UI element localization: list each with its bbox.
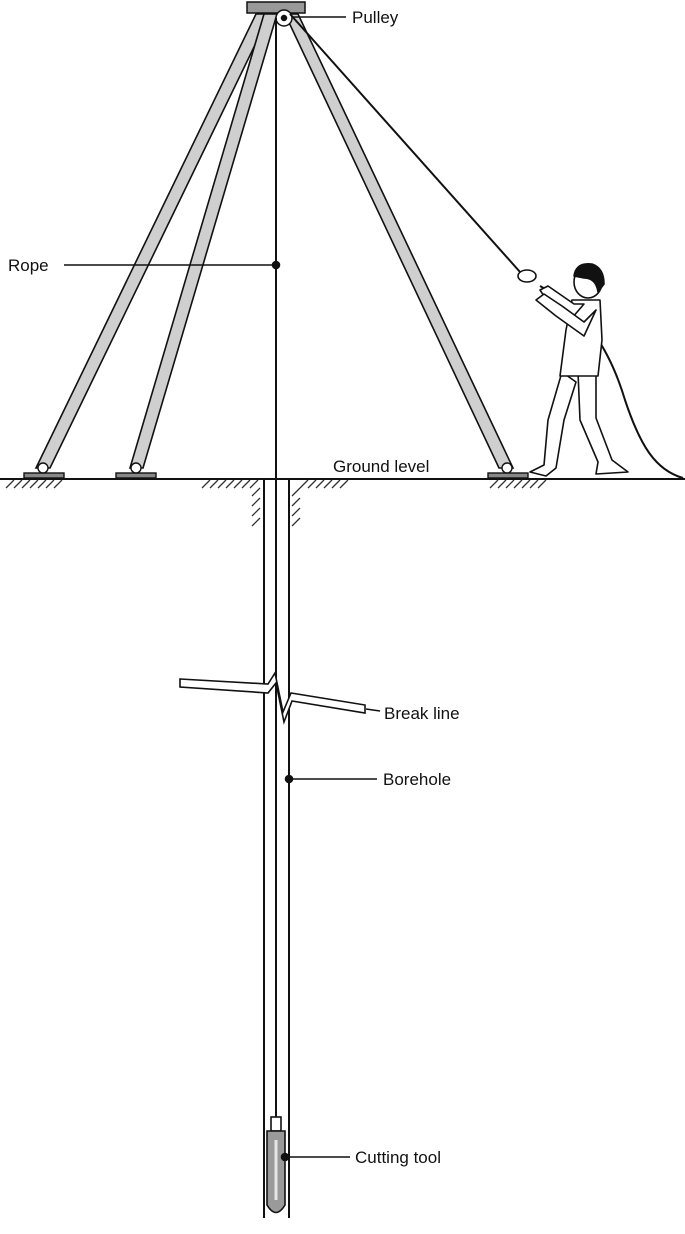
hatch-hole-right (291, 487, 301, 527)
leader-lines (64, 16, 381, 1162)
top-plate (246, 1, 306, 14)
leader-rope-dot (271, 260, 281, 270)
break-line-symbol (179, 670, 366, 725)
leader-borehole-dot (284, 774, 294, 784)
rope-to-worker (289, 13, 521, 273)
foot-pin-middle (130, 462, 142, 474)
leader-break-line (365, 708, 381, 712)
ground-hatching (5, 479, 547, 527)
label-rope: Rope (8, 256, 49, 275)
worker-figure (517, 262, 629, 477)
rope (275, 13, 684, 1128)
worker-back-leg (529, 371, 577, 477)
break-line-band (179, 670, 366, 725)
label-cutting-tool: Cutting tool (355, 1148, 441, 1167)
borehole-casing (263, 480, 290, 1218)
foot-pin-left (37, 462, 49, 474)
tripod (34, 13, 515, 469)
label-borehole: Borehole (383, 770, 451, 789)
foot-plate-middle (115, 472, 157, 479)
worker-arm-front (535, 293, 597, 337)
hatch-left (5, 479, 63, 489)
cutting-tool (266, 1116, 286, 1214)
worker-hair (573, 262, 605, 293)
worker-front-leg (577, 371, 629, 475)
pulley-axle (280, 14, 288, 22)
tripod-leg-middle (128, 13, 279, 469)
foot-pin-right (501, 462, 513, 474)
hatch-right (489, 479, 547, 489)
label-ground-level: Ground level (333, 457, 429, 476)
cutting-tool-head (270, 1116, 282, 1132)
foot-plate-right (487, 472, 529, 479)
foot-plate-left (23, 472, 65, 479)
label-break-line: Break line (384, 704, 460, 723)
worker-hands (517, 269, 537, 283)
label-pulley: Pulley (352, 8, 399, 27)
hatch-center-left (201, 479, 259, 489)
tripod-leg-right (283, 13, 515, 469)
leader-cutting-tool-dot (280, 1152, 290, 1162)
hatch-hole-left (251, 487, 261, 527)
hatch-center-right (299, 479, 349, 489)
